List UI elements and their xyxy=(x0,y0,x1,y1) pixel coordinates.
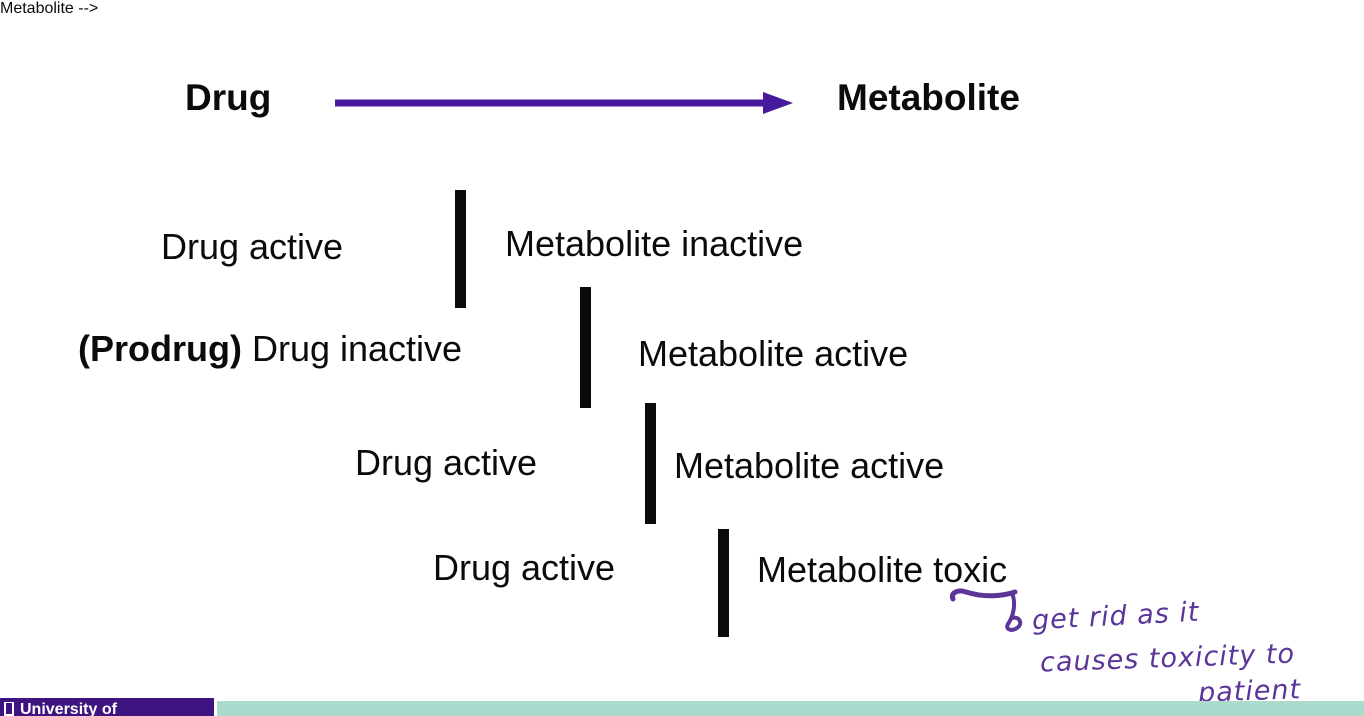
university-brand-text: University of xyxy=(20,701,117,716)
row2-drug-state-text: Drug inactive xyxy=(251,328,463,369)
header-drug-label: Drug xyxy=(185,77,272,118)
row1-divider-bar xyxy=(455,190,466,308)
annotation-line-1: get rid as it xyxy=(1031,596,1201,637)
row4-metabolite-state: Metabolite toxic xyxy=(757,549,1008,590)
university-logo-icon xyxy=(4,702,14,716)
row4-drug-state: Drug active xyxy=(433,547,616,588)
row2-divider-bar xyxy=(580,287,591,408)
row3-divider-bar xyxy=(645,403,656,524)
header-metabolite-label: Metabolite xyxy=(837,77,1020,118)
row2-drug-state: (Prodrug)Drug inactive xyxy=(78,327,462,371)
row3-drug-state: Drug active xyxy=(355,442,538,483)
drug-to-metabolite-arrow xyxy=(335,92,793,114)
annotation-line-2: causes toxicity to xyxy=(1039,638,1296,679)
row4-divider-bar xyxy=(718,529,729,637)
prodrug-label: (Prodrug) xyxy=(78,328,242,369)
row3-metabolite-state: Metabolite active xyxy=(674,445,945,486)
footer-accent-bar xyxy=(217,701,1364,716)
row1-drug-state: Drug active xyxy=(161,226,344,267)
row2-metabolite-state: Metabolite active xyxy=(638,333,909,374)
handdrawn-pointer-icon xyxy=(949,588,1023,632)
university-brand-strip: University of xyxy=(0,698,214,716)
row1-metabolite-state: Metabolite inactive xyxy=(505,223,804,264)
